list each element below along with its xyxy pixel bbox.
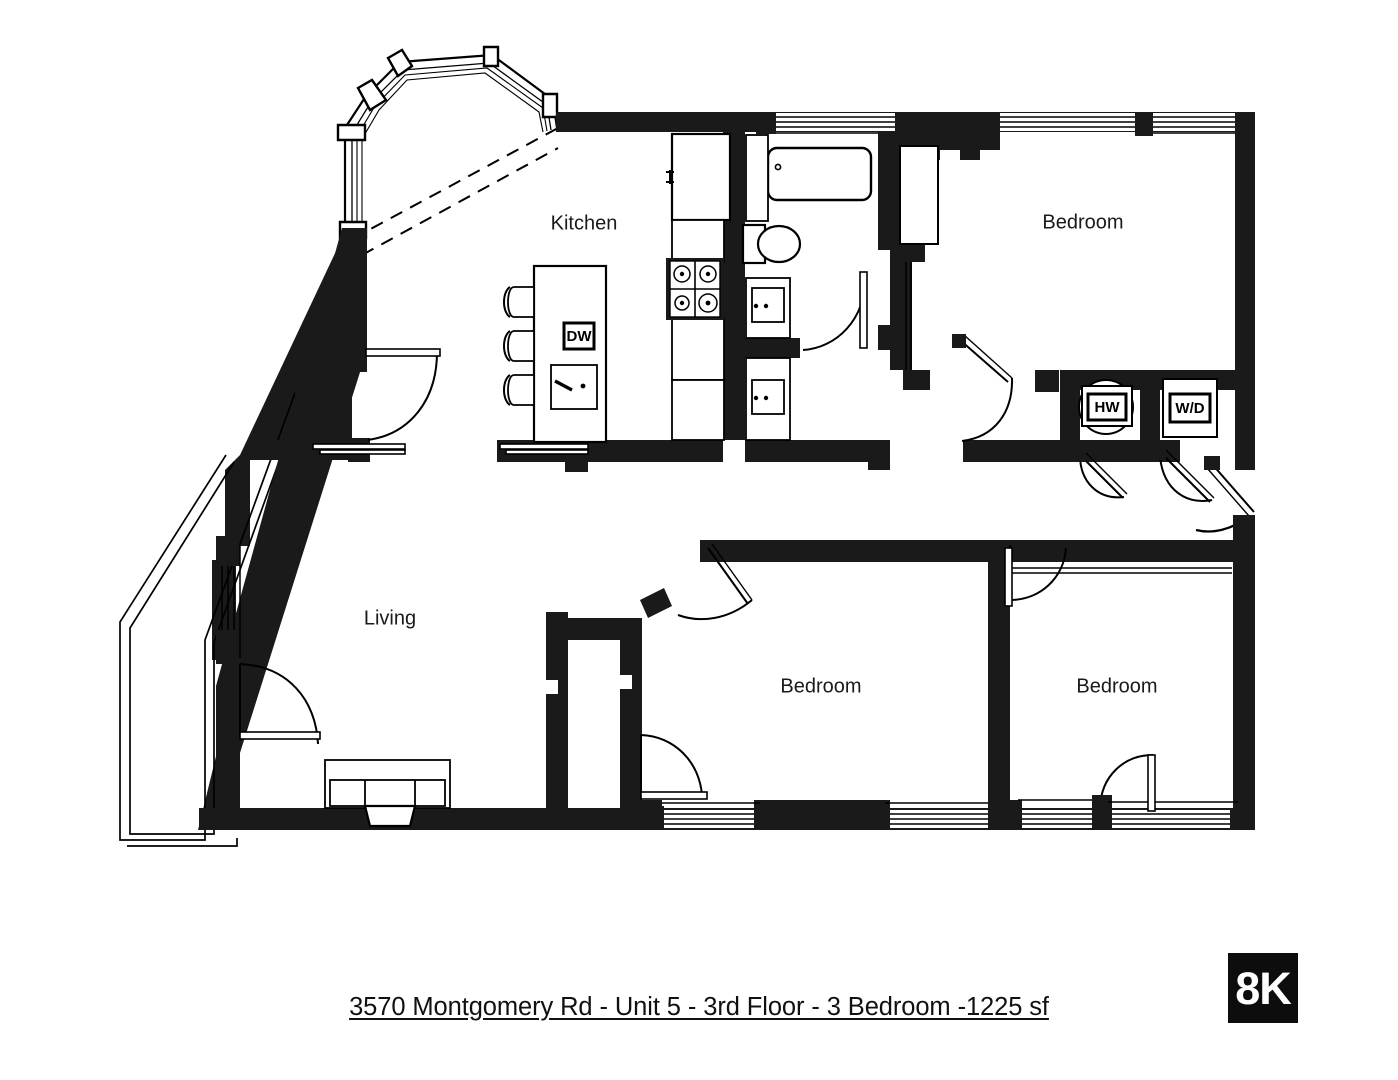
kitchen-threshold-lines xyxy=(499,443,589,455)
bar-stool xyxy=(507,286,535,318)
bedroom1-closet-wall xyxy=(890,240,930,390)
entry-closet-door-leaf xyxy=(365,348,441,357)
left-wall-window-glazing xyxy=(221,543,241,658)
right-exterior-wall xyxy=(1233,112,1255,828)
wd-closet-door-jamb xyxy=(1152,446,1166,460)
entry-threshold-lines xyxy=(312,443,406,455)
bedroom2-closet-door-leaf xyxy=(640,791,708,800)
wd-closet-door-swing xyxy=(1159,447,1215,503)
balcony-door-swing xyxy=(239,663,319,745)
plan-caption: 3570 Montgomery Rd - Unit 5 - 3rd Floor … xyxy=(0,978,1398,1036)
bar-stool-back xyxy=(503,330,511,362)
bathroom-vanity-sink xyxy=(745,277,791,339)
bedroom1-closet-shelf xyxy=(899,145,939,245)
kitchen-island xyxy=(532,264,608,444)
bedroom3-upper-closet-line xyxy=(1012,567,1232,574)
top-wall-windows xyxy=(775,116,1235,128)
bathroom-bottom-wall xyxy=(745,338,890,470)
entry-door-jambs xyxy=(1204,456,1255,539)
bar-stool xyxy=(507,330,535,362)
caption-text: 3570 Montgomery Rd - Unit 5 - 3rd Floor … xyxy=(349,992,1049,1021)
bedroom3-door-leaf xyxy=(1004,547,1013,607)
bedroom1-closet-glazing xyxy=(905,262,912,370)
bathroom-door-leaf xyxy=(859,271,868,349)
bedroom3-walls xyxy=(988,540,1235,808)
hot-water-heater xyxy=(1078,379,1134,435)
room-label-bedroom-1: Bedroom xyxy=(1042,211,1123,233)
room-label-kitchen: Kitchen xyxy=(551,212,618,234)
bottom-wall-sills xyxy=(655,799,1238,804)
hw-closet-door-swing xyxy=(1079,450,1128,499)
hw-closet-door-jamb xyxy=(1072,448,1086,462)
kitchen-counter-run xyxy=(671,219,725,441)
room-label-living: Living xyxy=(364,607,416,629)
kitchen-sink-drain xyxy=(580,383,586,389)
kitchen-range xyxy=(666,258,724,320)
dishwasher-label: DW xyxy=(567,328,593,345)
refrigerator xyxy=(670,132,732,222)
kitchen-sink-faucet xyxy=(554,379,573,392)
bedroom1-door-swing xyxy=(959,334,1014,442)
kitchen-sink xyxy=(550,364,598,410)
bay-projection-dashed-lines xyxy=(351,127,559,256)
washer-dryer-label: W/D xyxy=(1175,400,1204,417)
bedroom2-entry-door-swing xyxy=(677,543,753,621)
refrigerator-handle xyxy=(666,170,674,184)
bedroom2-lower-jamb xyxy=(636,800,662,828)
bathtub-drain xyxy=(774,163,782,171)
bathroom-vanity-sink xyxy=(745,357,791,441)
brand-logo-8k: 8K xyxy=(1228,953,1298,1023)
radiator xyxy=(324,759,451,828)
bedroom3-lower-door-jamb xyxy=(1092,795,1106,815)
bedroom2-entry-door-jamb xyxy=(640,588,672,618)
left-wall-with-window xyxy=(216,536,240,810)
bathroom-door-swing xyxy=(802,272,867,351)
vanity-faucet-holes xyxy=(753,395,769,401)
bottom-wall-windows xyxy=(662,813,1230,825)
bar-stool-back xyxy=(503,286,511,318)
bar-stool-back xyxy=(503,374,511,406)
toilet xyxy=(741,223,802,265)
angled-wall-thin-outline xyxy=(119,241,357,847)
bathtub xyxy=(766,146,873,202)
bedroom1-door-jamb xyxy=(952,334,966,348)
bedroom3-lower-door-leaf xyxy=(1147,754,1156,812)
room-label-bedroom-3: Bedroom xyxy=(1076,675,1157,697)
dishwasher-unit xyxy=(562,321,596,351)
entry-closet-door-swing xyxy=(367,351,438,441)
bedroom2-walls xyxy=(546,540,990,810)
bedroom2-closet-door-swing xyxy=(640,734,703,798)
bar-stool xyxy=(507,374,535,406)
bathtub-surround xyxy=(745,134,769,222)
vanity-faucet-holes xyxy=(753,303,769,309)
hot-water-heater-label: HW xyxy=(1095,399,1121,416)
balcony-door-leaf xyxy=(239,731,321,740)
room-label-bedroom-2: Bedroom xyxy=(780,675,861,697)
washer-dryer xyxy=(1162,378,1218,438)
